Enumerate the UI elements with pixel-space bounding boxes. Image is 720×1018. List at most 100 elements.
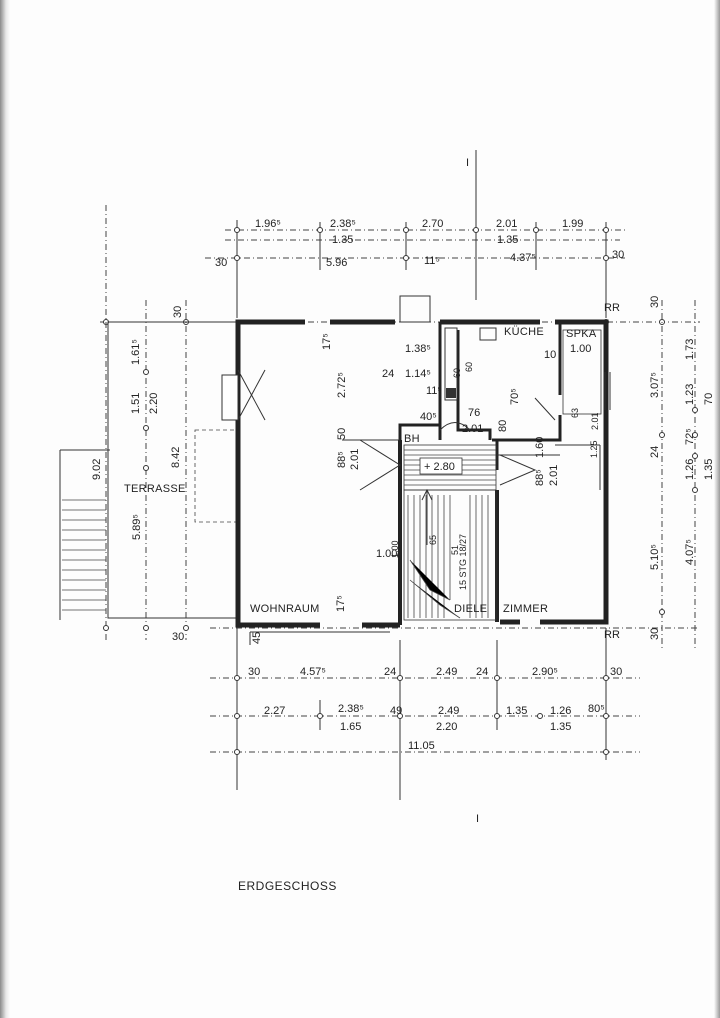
dim-top-2: 2.38⁵ xyxy=(330,218,356,230)
dim-inner-17: 1.00 xyxy=(376,548,397,560)
dim-bottom-7: 30 xyxy=(610,666,622,678)
dim-right-11: 4.07⁵ xyxy=(684,539,696,565)
dim-right-9: 1.35 xyxy=(703,459,715,480)
dim-inner-29: 17⁵ xyxy=(335,595,347,612)
dim-inner-19: 2.01 xyxy=(590,412,600,430)
room-labels: TERRASSE WOHNRAUM KÜCHE SPKA DIELE ZIMME… xyxy=(124,326,597,615)
terrace xyxy=(62,321,239,619)
dim-bottom-8: 2.27 xyxy=(264,705,285,717)
dim-right-4: 1.23 xyxy=(684,384,696,405)
dim-inner-11: 70⁵ xyxy=(509,388,521,405)
interior-walls xyxy=(398,322,601,625)
dim-bottom-6: 2.90⁵ xyxy=(532,666,558,678)
dim-bottom-13: 1.26 xyxy=(550,705,571,717)
drawing-title: ERDGESCHOSS xyxy=(238,879,337,893)
dim-bottom-3: 24 xyxy=(384,666,396,678)
dim-right-7: 72⁵ xyxy=(684,428,696,445)
dim-bottom-5: 24 xyxy=(476,666,488,678)
dim-right-10: 5.10⁵ xyxy=(649,544,661,570)
dim-right-1: 30 xyxy=(649,296,661,308)
dim-top-8: 30 xyxy=(215,257,227,269)
room-label-spka: SPKA xyxy=(566,328,597,340)
marker-rr-bottom: RR xyxy=(604,629,620,641)
dim-bottom-4: 2.49 xyxy=(436,666,457,678)
dim-inner-15: 2.01 xyxy=(349,449,361,470)
dim-left-6: 5.89⁵ xyxy=(131,514,143,540)
dim-inner-16: 50 xyxy=(336,428,348,440)
kitchen-fixtures xyxy=(444,327,611,415)
dim-top-3: 2.70 xyxy=(422,218,443,230)
dim-left-2: 1.51 xyxy=(130,393,142,414)
stair-level-label: + 2.80 xyxy=(424,461,455,473)
dim-bottom-14: 80⁵ xyxy=(588,703,605,715)
dim-inner-9: 40⁵ xyxy=(420,411,437,423)
dim-top-4: 2.01 xyxy=(496,218,517,230)
dim-inner-13: 2.01 xyxy=(462,423,483,435)
dim-inner-14: 88⁵ xyxy=(336,451,348,468)
dim-inner-24: 1.60 xyxy=(534,437,546,458)
room-label-diele: DIELE xyxy=(454,603,487,615)
dim-top-7: 1.35 xyxy=(497,234,518,246)
dim-inner-1: 17⁵ xyxy=(321,333,333,350)
dim-bottom-2: 4.57⁵ xyxy=(300,666,326,678)
dim-inner-18: 63 xyxy=(570,408,580,418)
dim-inner-6: 60 xyxy=(452,368,462,378)
dim-right-5: 70 xyxy=(703,393,715,405)
left-dimension-lines xyxy=(59,205,189,640)
room-label-terrasse: TERRASSE xyxy=(124,483,186,495)
dim-right-12: 30 xyxy=(649,628,661,640)
dim-right-2: 1.73 xyxy=(684,339,696,360)
section-marker-bottom: I xyxy=(476,813,479,825)
dim-inner-7: 60 xyxy=(464,362,474,372)
dim-inner-25: 2.01 xyxy=(548,465,560,486)
dim-inner-2: 2.72⁵ xyxy=(336,372,348,398)
dim-bottom-11: 2.49 xyxy=(438,705,459,717)
dim-bottom-15: 1.65 xyxy=(340,721,361,733)
dim-right-8: 1.26 xyxy=(684,459,696,480)
room-label-zimmer: ZIMMER xyxy=(503,603,548,615)
dim-bottom-16: 2.20 xyxy=(436,721,457,733)
dim-inner-8: 11⁵ xyxy=(426,385,442,397)
dim-top-10: 11⁵ xyxy=(424,255,440,267)
dim-top-11: 4.37⁵ xyxy=(510,252,536,264)
dim-bottom-9: 2.38⁵ xyxy=(338,703,364,715)
dim-inner-5: 1.14⁵ xyxy=(405,368,431,380)
dim-left-1: 1.61⁵ xyxy=(130,339,142,365)
room-label-wohnraum: WOHNRAUM xyxy=(250,603,320,615)
bottom-dimension-lines xyxy=(210,627,700,800)
dim-inner-27: 65 xyxy=(428,535,438,545)
scan-edge-right xyxy=(714,0,720,1018)
dim-inner-12: 80 xyxy=(497,420,509,432)
dim-inner-10: 76 xyxy=(468,407,480,419)
dim-top-5: 1.99 xyxy=(562,218,583,230)
room-label-kueche: KÜCHE xyxy=(504,326,544,338)
dim-inner-4: 24 xyxy=(382,368,394,380)
dim-left-3: 2.20 xyxy=(148,393,160,414)
bottom-dimension-texts: 30 4.57⁵ 24 2.49 24 2.90⁵ 30 2.27 2.38⁵ … xyxy=(248,666,622,752)
dim-bottom-10: 49 xyxy=(390,705,402,717)
stair-treads-flight xyxy=(407,495,489,619)
dim-inner-26: 1.00 xyxy=(390,540,400,558)
staircase xyxy=(403,444,497,621)
dim-top-1: 1.96⁵ xyxy=(255,218,281,230)
inner-dimension-texts: 17⁵ 2.72⁵ 1.38⁵ 24 1.14⁵ 60 60 11⁵ 40⁵ 7… xyxy=(251,333,600,644)
dim-bottom-12: 1.35 xyxy=(506,705,527,717)
dim-left-8: 30 xyxy=(172,631,184,643)
dim-inner-21: 10 xyxy=(544,349,556,361)
dim-inner-20: 1.25 xyxy=(589,440,599,458)
dim-left-5: 9.02 xyxy=(91,459,103,480)
left-dimension-texts: 1.61⁵ 1.51 2.20 8.42 9.02 5.89⁵ 30 30 xyxy=(91,306,184,643)
stair-labels: + 2.80 15 STG 18/27 xyxy=(419,457,468,590)
room-label-bh: BH xyxy=(404,433,420,445)
dim-bottom-1: 30 xyxy=(248,666,260,678)
door-swings xyxy=(342,397,560,491)
section-marker-top: I xyxy=(466,157,469,169)
exterior-walls xyxy=(221,295,609,628)
marker-rr-top: RR xyxy=(604,302,620,314)
dim-inner-23: 88⁵ xyxy=(534,469,546,486)
markers: RR RR I I xyxy=(466,157,620,825)
scan-edge-left xyxy=(0,0,10,1018)
dim-right-6: 24 xyxy=(649,446,661,458)
dim-inner-28: 51 xyxy=(450,545,460,555)
